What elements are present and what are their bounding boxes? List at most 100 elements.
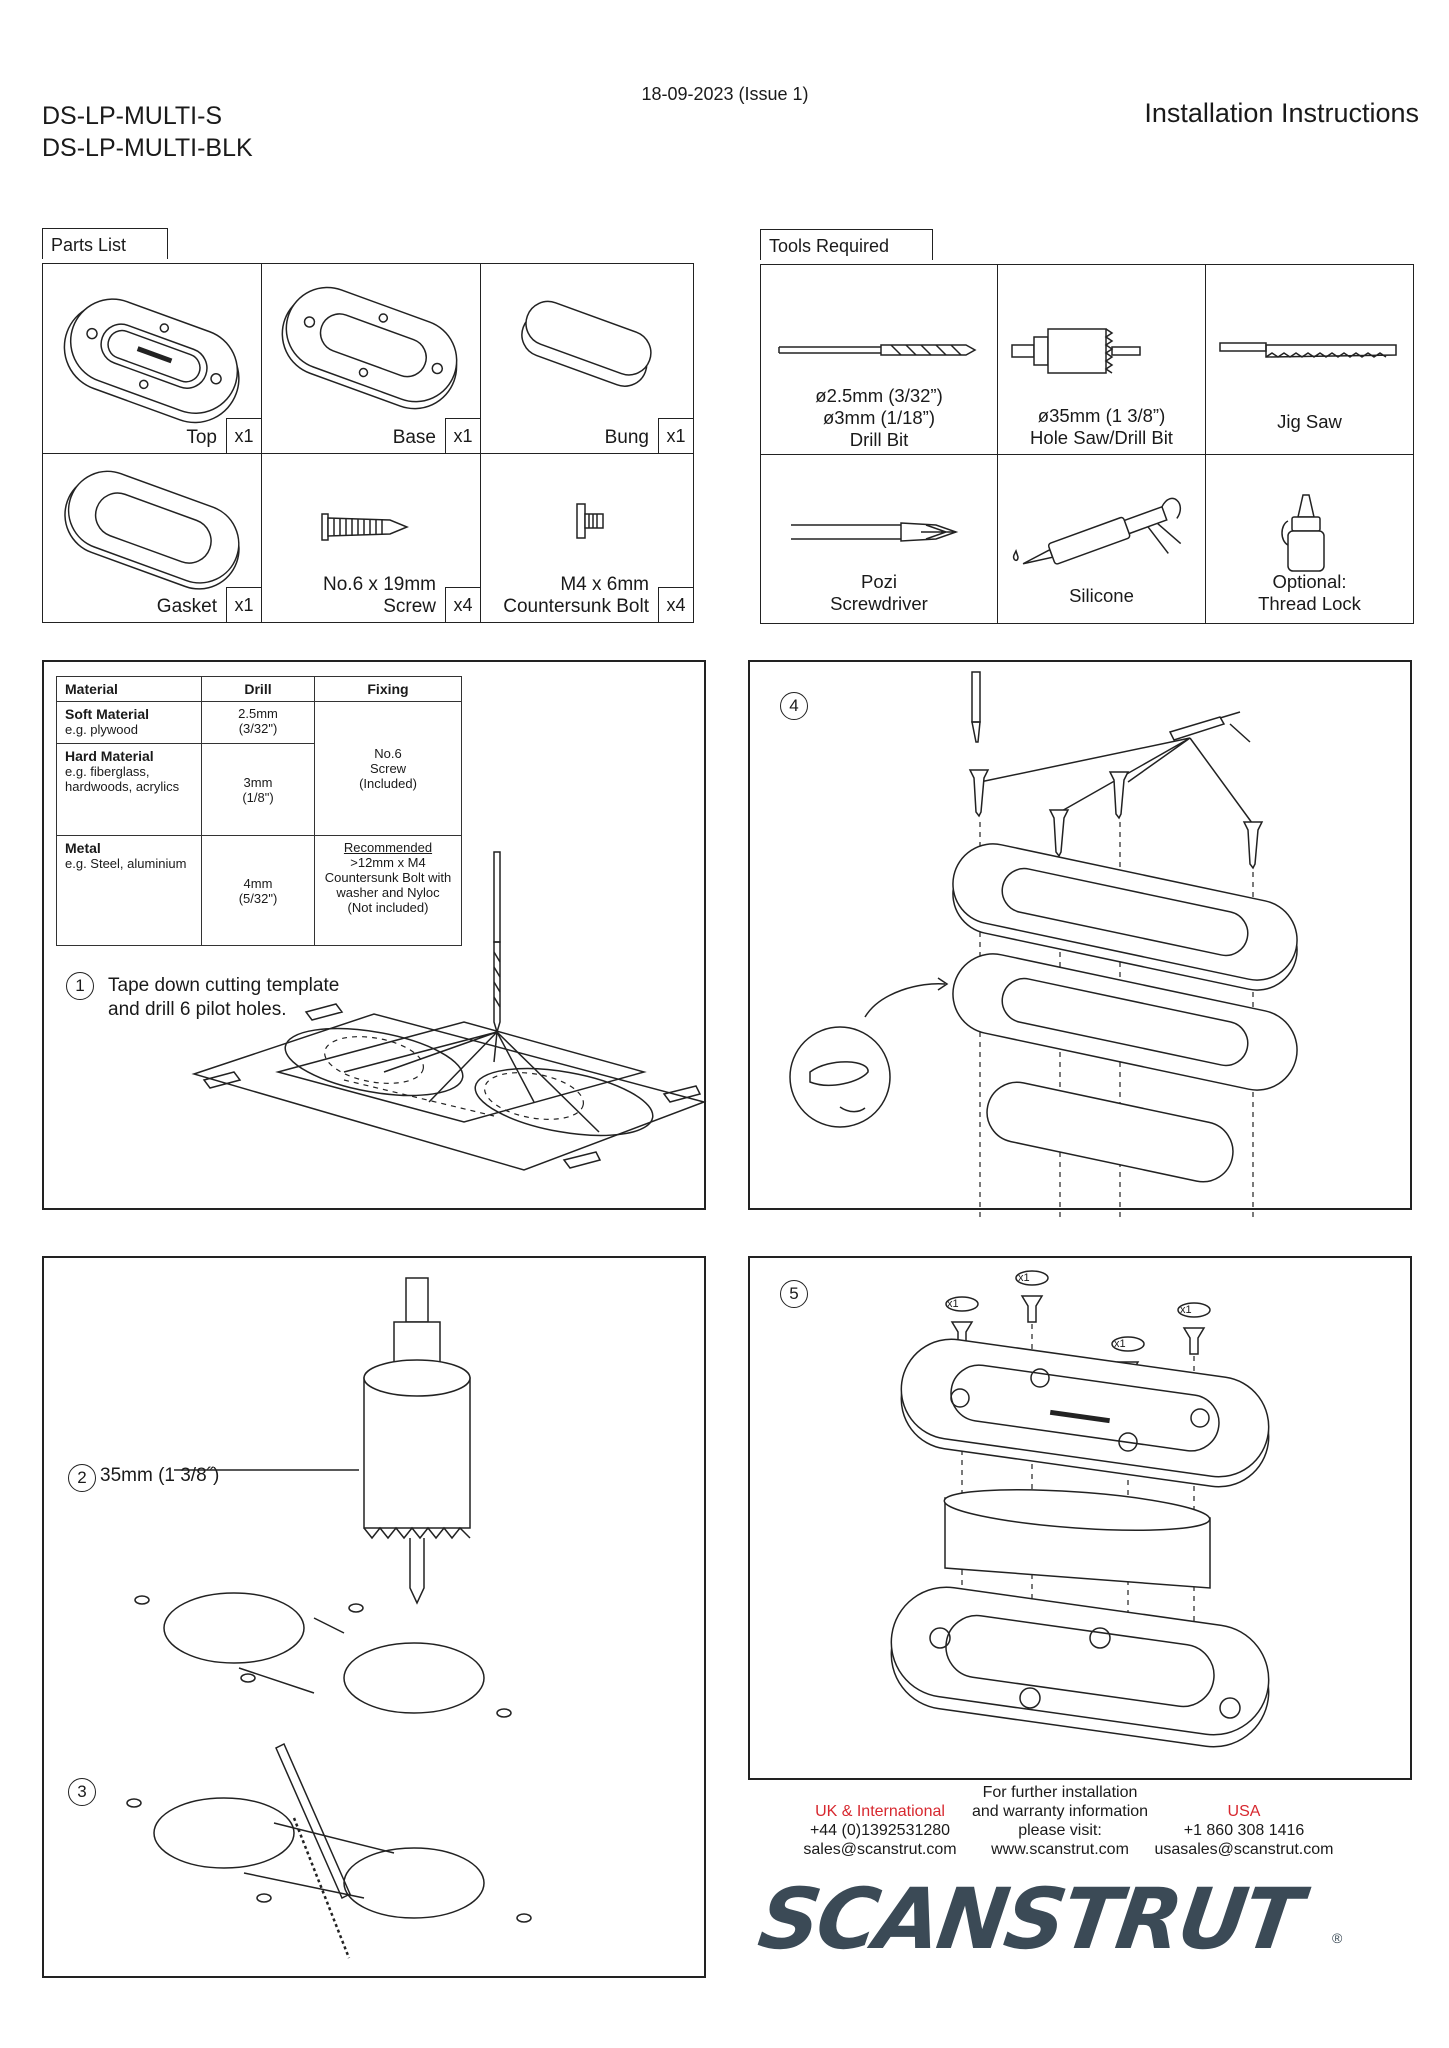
part-qty-top: x1 — [226, 418, 261, 453]
step-4-panel: 4 — [748, 660, 1412, 1222]
part-qty-gasket: x1 — [226, 587, 261, 622]
part-label-bolt: M4 x 6mm Countersunk Bolt — [503, 574, 649, 618]
drill-bit-icon — [493, 851, 501, 1035]
bung-icon — [521, 300, 652, 387]
jig-saw-blade-icon — [275, 1742, 351, 1959]
hole-saw-icon — [1011, 328, 1141, 374]
screw-size: No.6 x 19mm — [323, 574, 436, 595]
part-label-top: Top — [186, 427, 217, 448]
hole-saw-name: Hole Saw/Drill Bit — [1030, 427, 1173, 448]
thread-lock-name: Thread Lock — [1258, 593, 1361, 614]
silicone-gun-icon — [1012, 497, 1182, 565]
website-link[interactable]: www.scanstrut.com — [991, 1841, 1129, 1858]
step-1-number: 1 — [66, 972, 94, 1000]
hole-saw-size: ø35mm (1 3/8”) — [1037, 405, 1166, 426]
screw-type: Screw — [383, 596, 436, 617]
fixing-screw: No.6 Screw (Included) — [314, 701, 462, 836]
usa-region-title: USA — [1227, 1803, 1261, 1820]
part-qty-screw: x4 — [445, 587, 480, 622]
part-screw: No.6 x 19mm Screw x4 — [262, 454, 481, 622]
rotation-label-1: x1 — [947, 1298, 959, 1310]
part-base: Base x1 — [262, 264, 481, 454]
material-col-header: Material — [56, 676, 202, 702]
drill-bit-icon — [778, 344, 977, 356]
step-2-number: 2 — [68, 1464, 96, 1492]
step-5-assembly-drawing — [890, 1270, 1270, 1748]
part-label-gasket: Gasket — [156, 596, 217, 617]
step-5-panel: 5 x1 x1 x1 x1 — [748, 1256, 1412, 1780]
jig-saw-blade-icon — [1219, 342, 1397, 358]
screwdriver-icon — [971, 671, 981, 743]
uk-email[interactable]: sales@scanstrut.com — [803, 1841, 957, 1858]
parts-list-heading: Parts List — [42, 228, 168, 259]
pozi-screwdriver-icon — [791, 522, 959, 542]
drill-hard: 3mm(1/8") — [201, 743, 315, 836]
drill-col-header: Drill — [201, 676, 315, 702]
rotation-label-3: x1 — [1114, 1338, 1126, 1350]
step-4-number: 4 — [780, 692, 808, 720]
step-4-assembly-drawing — [789, 671, 1298, 1222]
tool-label-hole-saw: ø35mm (1 3/8”) Hole Saw/Drill Bit — [998, 405, 1205, 449]
tool-label-drill-bit: ø2.5mm (3/32”) ø3mm (1/18”) Drill Bit — [761, 385, 997, 451]
drill-metal: 4mm(5/32") — [201, 835, 315, 946]
tool-silicone: Silicone — [998, 455, 1206, 623]
screw-icons — [968, 769, 1264, 870]
contact-uk: UK & International +44 (0)1392531280 sal… — [780, 1802, 980, 1859]
rotation-label-4: x1 — [1180, 1304, 1192, 1316]
drill-bit-size-2: ø3mm (1/18”) — [822, 407, 936, 428]
tool-label-thread-lock: Optional: Thread Lock — [1206, 571, 1413, 615]
part-label-screw: No.6 x 19mm Screw — [323, 574, 436, 618]
drill-bit-name: Drill Bit — [849, 429, 909, 450]
drill-bit-size-1: ø2.5mm (3/32”) — [815, 385, 943, 406]
uk-region-title: UK & International — [815, 1803, 945, 1820]
further-info: For further installation and warranty in… — [960, 1783, 1160, 1859]
tools-grid: ø2.5mm (3/32”) ø3mm (1/18”) Drill Bit ø3… — [760, 264, 1414, 624]
part-top: Top x1 — [43, 264, 262, 454]
rotation-label-2: x1 — [1018, 1272, 1030, 1284]
tool-thread-lock: Optional: Thread Lock — [1206, 455, 1413, 623]
countersunk-bolt-icon — [576, 503, 604, 539]
tool-hole-saw: ø35mm (1 3/8”) Hole Saw/Drill Bit — [998, 265, 1206, 455]
document-title: Installation Instructions — [1144, 98, 1419, 128]
step-5-number: 5 — [780, 1280, 808, 1308]
fixing-bolt: Recommended >12mm x M4 Countersunk Bolt … — [314, 835, 462, 946]
part-qty-bung: x1 — [658, 418, 693, 453]
step-2-3-drawing — [126, 1277, 532, 1959]
tool-jig-saw: Jig Saw — [1206, 265, 1413, 455]
silicone-gun-icon — [1168, 711, 1251, 743]
bolt-size: M4 x 6mm — [560, 574, 649, 595]
screw-icon — [321, 513, 409, 541]
tool-label-screwdriver: Pozi Screwdriver — [761, 571, 997, 615]
tool-label-jig-saw: Jig Saw — [1277, 411, 1342, 432]
contact-usa: USA +1 860 308 1416 usasales@scanstrut.c… — [1144, 1802, 1344, 1859]
tool-screwdriver: Pozi Screwdriver — [761, 455, 998, 623]
screwdriver-type: Pozi — [861, 571, 897, 592]
product-codes: DS-LP-MULTI-S DS-LP-MULTI-BLK — [42, 100, 253, 164]
part-bung: Bung x1 — [481, 264, 693, 454]
part-bolt: M4 x 6mm Countersunk Bolt x4 — [481, 454, 693, 622]
model-code-2: DS-LP-MULTI-BLK — [42, 134, 253, 162]
drill-soft: 2.5mm(3/32") — [201, 701, 315, 744]
step-1-instruction: Tape down cutting template and drill 6 p… — [108, 975, 340, 1020]
usa-phone: +1 860 308 1416 — [1183, 1822, 1305, 1839]
registered-mark: ® — [1332, 1930, 1343, 1946]
usa-email[interactable]: usasales@scanstrut.com — [1154, 1841, 1334, 1858]
issue-date: 18-09-2023 (Issue 1) — [641, 84, 809, 104]
tool-drill-bit: ø2.5mm (3/32”) ø3mm (1/18”) Drill Bit — [761, 265, 998, 455]
model-code-1: DS-LP-MULTI-S — [42, 102, 223, 130]
part-qty-base: x1 — [445, 418, 480, 453]
step-2-3-panel: 2 35mm (1 3/8˝) 3 — [42, 1256, 706, 1978]
gasket-icon — [64, 470, 240, 590]
base-plate-icon — [281, 286, 458, 410]
part-label-bung: Bung — [604, 427, 649, 448]
thread-lock-optional: Optional: — [1272, 571, 1347, 592]
screwdriver-name: Screwdriver — [830, 593, 928, 614]
part-label-base: Base — [392, 427, 436, 448]
parts-grid: Top x1 Base x1 Bung x1 — [42, 263, 694, 623]
step-3-number: 3 — [68, 1778, 96, 1806]
